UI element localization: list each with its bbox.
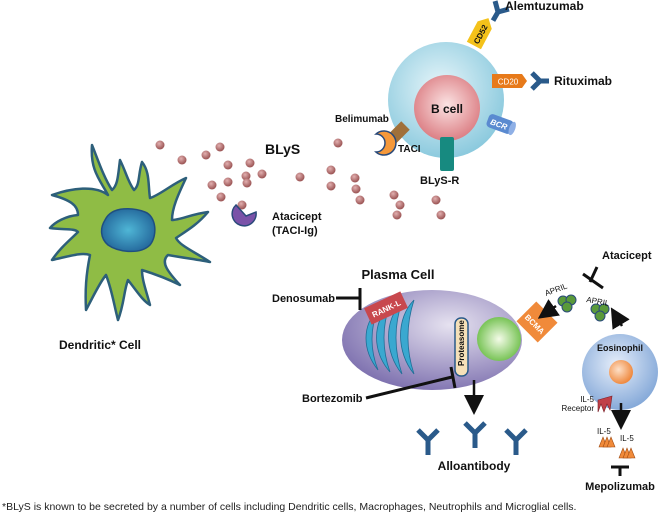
eosinophil-label: Eosinophil	[597, 343, 643, 353]
blys-particle	[177, 155, 187, 165]
blys-particle	[241, 171, 251, 181]
blys-particle	[223, 160, 233, 170]
blys-r-label: BLyS-R	[420, 175, 459, 187]
blys-particle	[215, 142, 225, 152]
il5-receptor-icon	[597, 395, 613, 413]
dendritic-cell	[48, 143, 212, 322]
mepolizumab-label: Mepolizumab	[585, 481, 655, 493]
blys-particle	[295, 172, 305, 182]
blys-particle	[350, 173, 360, 183]
belimumab-label: Belimumab	[335, 114, 389, 125]
blys-r-receptor	[440, 137, 454, 171]
alloantibody-icons	[416, 421, 528, 455]
antibody-icon	[463, 421, 487, 448]
il5-molecule-2	[618, 447, 636, 459]
blys-particle	[216, 192, 226, 202]
denosumab-label: Denosumab	[272, 293, 335, 305]
april-label-2: APRIL	[586, 295, 611, 308]
blys-particle	[223, 177, 233, 187]
blys-particle	[351, 184, 361, 194]
april-molecule-1	[557, 294, 577, 313]
alloantibody-label: Alloantibody	[438, 459, 511, 473]
antibody-icon	[504, 428, 528, 455]
atacicept-taci-ig-icon	[231, 203, 257, 227]
blys-particle	[436, 210, 446, 220]
footnote: *BLyS is known to be secreted by a numbe…	[2, 501, 577, 513]
mepolizumab-inhibition-icon	[611, 465, 629, 476]
cd52-receptor: CD52	[466, 18, 492, 50]
alemtuzumab-label: Alemtuzumab	[505, 0, 584, 13]
b-cell: B cell	[388, 42, 504, 158]
bcr-receptor: BCR	[486, 114, 516, 136]
april-to-bcma-arrow	[537, 299, 560, 319]
blys-particle	[155, 140, 165, 150]
il5-label-2: IL-5	[620, 434, 634, 443]
eosinophil-to-april-arrow	[610, 307, 630, 330]
il5-label-1: IL-5	[597, 427, 611, 436]
atacicept-april-label: Atacicept	[602, 250, 652, 262]
denosumab-inhibition-icon	[336, 288, 362, 310]
proteasome-label: Proteasome	[457, 320, 466, 366]
blys-particle	[389, 190, 399, 200]
april-label-1: APRIL	[544, 281, 569, 298]
proteasome	[454, 317, 469, 377]
blys-particle	[333, 138, 343, 148]
april-molecule-2	[590, 303, 610, 322]
blys-particle	[201, 150, 211, 160]
dendritic-cell-label: Dendritic* Cell	[59, 338, 141, 352]
blys-particle	[326, 165, 336, 175]
blys-particle	[242, 178, 252, 188]
il5-receptor-label-line1: IL-5	[580, 395, 594, 404]
plasma-cell-nucleus	[477, 317, 521, 361]
cd20-receptor: CD20	[492, 74, 527, 88]
dendritic-cell-nucleus	[100, 208, 156, 253]
il5-molecule-1	[598, 436, 616, 448]
antibody-icon	[416, 428, 440, 455]
plasma-cell-label: Plasma Cell	[362, 267, 435, 282]
blys-particle	[326, 181, 336, 191]
eosinophil-nucleus	[609, 360, 633, 384]
blys-particle	[245, 158, 255, 168]
blys-particle	[392, 210, 402, 220]
rituximab-antibody-icon	[530, 71, 549, 91]
blys-particle	[257, 169, 267, 179]
taci-label: TACI	[398, 144, 421, 155]
blys-particle	[355, 195, 365, 205]
cd20-label: CD20	[498, 78, 519, 87]
blys-particle	[237, 200, 247, 210]
golgi-apparatus-icon	[365, 299, 415, 375]
blys-label: BLyS	[265, 141, 300, 157]
b-cell-label: B cell	[431, 102, 463, 116]
blys-particle	[207, 180, 217, 190]
rituximab-label: Rituximab	[554, 74, 612, 88]
alemtuzumab-antibody-icon	[490, 0, 510, 22]
bortezomib-label: Bortezomib	[302, 393, 363, 405]
b-cell-nucleus	[414, 75, 480, 141]
bortezomib-inhibition-icon	[365, 366, 457, 400]
bcma-receptor: BCMA	[516, 301, 558, 343]
blys-particle	[395, 200, 405, 210]
il5-receptor-label-line2: Receptor	[562, 404, 595, 413]
belimumab-icon	[374, 130, 397, 156]
atacicept-label: Atacicept	[272, 211, 322, 223]
atacicept-inhibition-icon	[582, 266, 604, 290]
atacicept-taci-ig-label: (TACI-Ig)	[272, 225, 318, 237]
blys-particles	[155, 138, 446, 220]
blys-particle	[431, 195, 441, 205]
